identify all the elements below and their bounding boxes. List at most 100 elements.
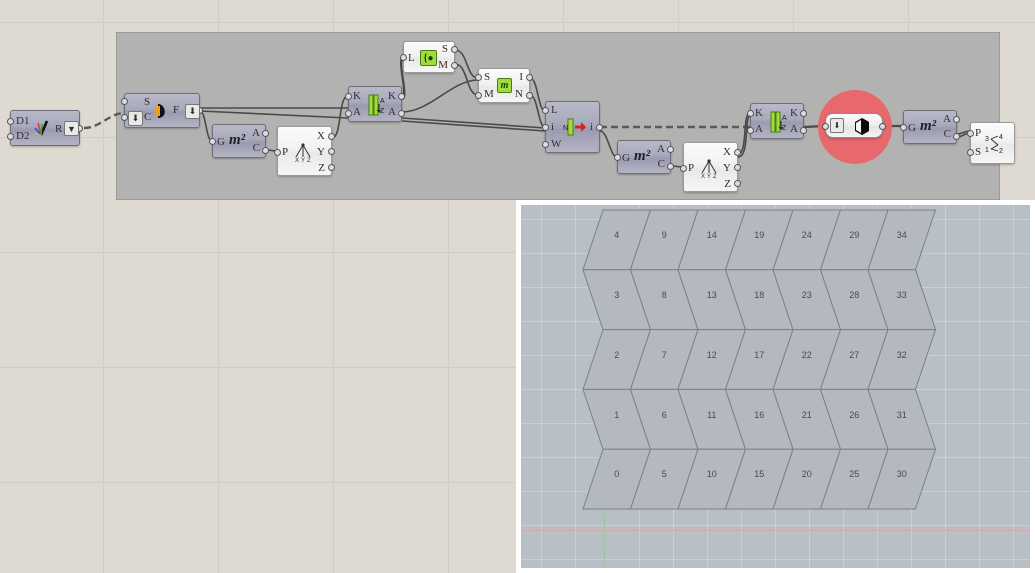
port-label: X [317, 130, 325, 142]
port-label: P [975, 127, 982, 139]
port-in-s[interactable] [967, 149, 974, 156]
port-out-a[interactable] [667, 146, 674, 153]
node-distance-component[interactable]: D1 D2 R ▼ [7, 110, 83, 146]
node-deconstruct-point-component-1[interactable]: P X Y Z X Y Z [274, 126, 335, 176]
port-label: i [589, 121, 593, 133]
port-label: P [282, 146, 289, 158]
canvas-gridline [218, 0, 219, 573]
panel-number: 6 [661, 409, 667, 420]
port-in-g[interactable] [900, 124, 907, 131]
port-in-d1[interactable] [7, 118, 14, 125]
port-out-i[interactable] [596, 124, 603, 131]
port-in-p[interactable] [274, 149, 281, 156]
node-area-component-3[interactable]: G A C m² [900, 110, 960, 144]
modulus-m-icon: m [497, 78, 512, 93]
port-out-c[interactable] [262, 147, 269, 154]
svg-text:X: X [701, 174, 705, 179]
port-label: R [55, 123, 63, 135]
panel-mesh [582, 209, 937, 510]
port-label: C [657, 158, 665, 170]
panel-number: 13 [706, 289, 717, 300]
port-out-y[interactable] [328, 148, 335, 155]
port-label: A [353, 106, 361, 118]
port-in-g[interactable] [614, 154, 621, 161]
node-area-component-1[interactable]: G A C m² [209, 124, 269, 158]
port-out-s[interactable] [451, 46, 458, 53]
surface-curve-icon [156, 104, 165, 118]
port-in-k[interactable] [747, 110, 754, 117]
port-in-g[interactable] [209, 138, 216, 145]
port-out-z[interactable] [734, 180, 741, 187]
port-in-w[interactable] [542, 141, 549, 148]
insert-items-icon: N [563, 118, 586, 136]
svg-text:3: 3 [985, 136, 989, 143]
panel-number: 8 [661, 289, 667, 300]
port-in-l[interactable] [542, 107, 549, 114]
panel-number: 9 [661, 230, 667, 241]
port-in-l[interactable] [400, 54, 407, 61]
filter-icon[interactable]: ▼ [64, 121, 79, 136]
node-area-component-2[interactable]: G A C m² [614, 140, 674, 174]
port-in-k[interactable] [345, 93, 352, 100]
node-brep-parameter-highlighted[interactable]: ⬇ [822, 113, 886, 138]
port-label: A [790, 123, 798, 135]
panel-number: 21 [801, 409, 812, 420]
port-label: S [144, 96, 151, 108]
port-out-i[interactable] [526, 74, 533, 81]
port-out-y[interactable] [734, 164, 741, 171]
port-out-z[interactable] [328, 164, 335, 171]
port-out-n[interactable] [526, 92, 533, 99]
panel-number: 0 [614, 469, 620, 480]
node-deconstruct-point-component-2[interactable]: P X Y Z X Y Z [680, 142, 741, 192]
port-out-c[interactable] [667, 163, 674, 170]
port-in-p[interactable] [967, 130, 974, 137]
port-in-a[interactable] [345, 110, 352, 117]
svg-text:Y: Y [707, 174, 711, 179]
svg-text:Z: Z [782, 125, 787, 132]
download-icon[interactable]: ⬇ [830, 118, 844, 133]
node-sort-list-component-2[interactable]: K A K A A Z [747, 103, 807, 139]
svg-text:Z: Z [380, 108, 385, 115]
node-modulus-component[interactable]: S M I N m [475, 68, 533, 103]
port-out-k[interactable] [398, 93, 405, 100]
node-tree-branch-component[interactable]: P S 3 1 4 2 [967, 122, 1015, 164]
download-icon[interactable]: ⬇ [185, 104, 200, 119]
port-out-m[interactable] [451, 62, 458, 69]
port-in-s[interactable] [475, 74, 482, 81]
port-label: W [551, 138, 562, 150]
brep-icon [855, 118, 869, 135]
download-icon[interactable]: ⬇ [128, 111, 143, 126]
port-label: S [975, 146, 982, 158]
port-in-d2[interactable] [7, 133, 14, 140]
port-out-a[interactable] [398, 110, 405, 117]
node-list-length-component[interactable]: L S M {● [400, 41, 458, 73]
port-label: I [519, 71, 523, 83]
node-insert-items-component[interactable]: L i W i N [542, 101, 603, 153]
port-out-a[interactable] [800, 127, 807, 134]
panel-number: 26 [849, 409, 860, 420]
port-out-x[interactable] [734, 149, 741, 156]
port-out-a[interactable] [262, 130, 269, 137]
area-m2-icon: m² [634, 148, 651, 164]
panel-number: 20 [801, 469, 812, 480]
node-surface-frames-component[interactable]: S C F ⬇ ⬇ [121, 93, 203, 128]
port-in-i[interactable] [542, 124, 549, 131]
port-in-m[interactable] [475, 92, 482, 99]
port-in-s[interactable] [121, 98, 128, 105]
port-out-c[interactable] [953, 133, 960, 140]
panel-number: 15 [754, 469, 765, 480]
port-out-a[interactable] [953, 116, 960, 123]
port-in-p[interactable] [680, 165, 687, 172]
port-label: K [755, 107, 763, 119]
port-in-c[interactable] [121, 114, 128, 121]
port-in-a[interactable] [747, 127, 754, 134]
port-label: K [353, 90, 361, 102]
port-out-k[interactable] [800, 110, 807, 117]
node-sort-list-component-1[interactable]: K A K A A Z [345, 86, 405, 122]
port-out-brep[interactable] [879, 123, 886, 130]
port-in-brep[interactable] [822, 123, 829, 130]
port-out-x[interactable] [328, 133, 335, 140]
viewport-x-axis [521, 530, 1030, 531]
